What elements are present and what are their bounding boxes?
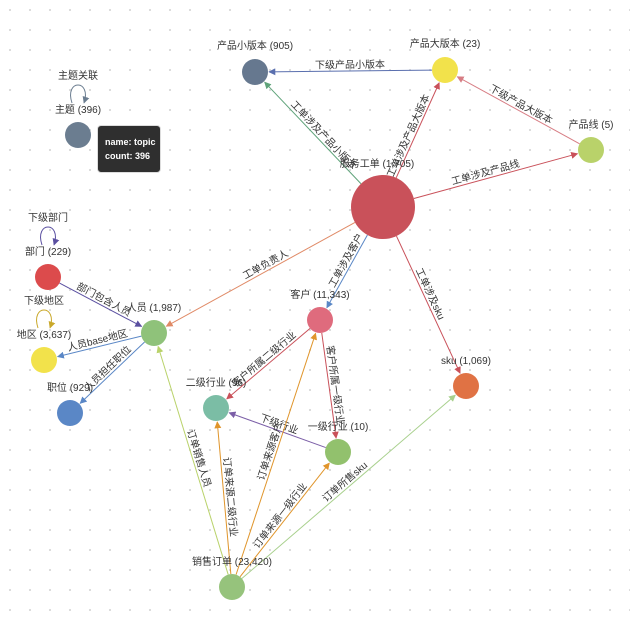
edge-label: 工单涉及sku [413, 266, 448, 322]
edge-line[interactable] [56, 335, 142, 359]
node-order[interactable] [219, 574, 245, 600]
node-label-region: 地区 (3,637) [17, 328, 71, 341]
edge-line[interactable] [395, 82, 440, 179]
node-prod_big[interactable] [432, 57, 458, 83]
edge-line[interactable] [268, 68, 433, 76]
node-label-ind1: 一级行业 (10) [308, 420, 369, 433]
node-ind2[interactable] [203, 395, 229, 421]
edge-line[interactable] [239, 462, 330, 578]
edge-label: 订单销售人员 [184, 428, 214, 489]
node-label-ticket: 服务工单 (1,705) [340, 157, 414, 170]
tooltip-name: name: topic [105, 137, 156, 147]
node-ticket[interactable] [351, 175, 415, 239]
node-position[interactable] [57, 400, 83, 426]
edge-line[interactable] [165, 221, 356, 327]
self-loop-label: 下级地区 [24, 294, 64, 307]
node-region[interactable] [31, 347, 57, 373]
edge-line[interactable] [235, 332, 317, 575]
node-label-prod_big: 产品大版本 (23) [410, 37, 481, 50]
nodes-layer [31, 57, 604, 600]
edge-e4[interactable]: 下级产品大版本 [456, 76, 580, 145]
edge-label: 下级产品大版本 [487, 82, 555, 127]
edge-label: 部门包含人员 [74, 279, 133, 319]
edge-line[interactable] [156, 345, 229, 575]
node-sku[interactable] [453, 373, 479, 399]
self-loop-l3[interactable]: 下级地区 [24, 294, 64, 329]
self-loop-path[interactable] [40, 226, 60, 246]
node-topic[interactable] [65, 122, 91, 148]
edge-line[interactable] [228, 411, 326, 449]
node-ind1[interactable] [325, 439, 351, 465]
labels-layer: 服务工单 (1,705) 产品小版本 (905) 产品大版本 (23) 产品线 (5)… [17, 37, 614, 568]
node-label-prod_line: 产品线 (5) [569, 118, 614, 131]
self-loop-label: 主题关联 [58, 69, 98, 82]
edge-label: 工单涉及客户 [326, 231, 367, 290]
edge-line[interactable] [214, 421, 232, 575]
edge-line[interactable] [226, 328, 311, 400]
edge-e5[interactable]: 工单涉及产品线 [413, 151, 579, 200]
self-loop-l1[interactable]: 主题关联 [58, 69, 98, 104]
node-label-customer: 客户 (11,343) [290, 288, 349, 301]
node-label-ind2: 二级行业 (96) [186, 376, 247, 389]
node-prod_small[interactable] [242, 59, 268, 85]
node-tooltip: name: topic count: 396 [97, 125, 161, 173]
node-label-sku: sku (1,069) [441, 356, 491, 367]
edge-label: 客户所属一级行业 [324, 345, 348, 426]
self-loop-l2[interactable]: 下级部门 [28, 211, 68, 246]
edge-line[interactable] [264, 81, 362, 185]
node-label-topic: 主题 (396) [55, 104, 101, 116]
edge-e8[interactable]: 工单涉及sku [396, 235, 461, 374]
edge-line[interactable] [326, 234, 368, 309]
edge-e11[interactable]: 人员担任职位 [79, 341, 145, 404]
edge-line[interactable] [396, 235, 461, 374]
node-label-prod_small: 产品小版本 (905) [217, 39, 293, 52]
edge-line[interactable] [59, 282, 143, 327]
edge-line[interactable] [456, 76, 580, 145]
edge-label: 下级产品小版本 [315, 58, 385, 72]
edge-e1[interactable]: 下级产品小版本 [268, 58, 433, 76]
node-prod_line[interactable] [578, 137, 604, 163]
node-label-person: 人员 (1,987) [127, 302, 181, 314]
edge-line[interactable] [321, 332, 339, 439]
node-label-order: 销售订单 (23,420) [192, 555, 272, 568]
edge-label: 工单负责人 [240, 247, 290, 282]
tooltip-count: count: 396 [105, 151, 151, 161]
node-dept[interactable] [35, 264, 61, 290]
node-customer[interactable] [307, 307, 333, 333]
edge-line[interactable] [79, 341, 145, 404]
self-loop-label: 下级部门 [28, 211, 68, 224]
edge-label: 订单来源一级行业 [250, 480, 310, 551]
node-label-dept: 部门 (229) [25, 245, 71, 258]
node-label-position: 职位 (929) [47, 381, 93, 394]
edge-line[interactable] [241, 394, 456, 579]
self-loop-path[interactable] [70, 84, 90, 104]
edge-line[interactable] [413, 151, 579, 200]
node-person[interactable] [141, 320, 167, 346]
self-loop-path[interactable] [36, 309, 56, 329]
